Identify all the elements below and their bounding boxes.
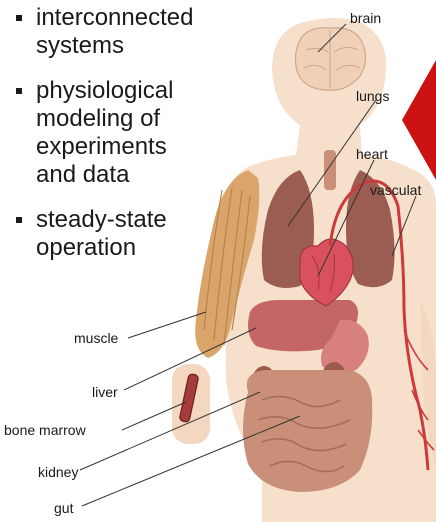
bullet-line: systems xyxy=(36,32,264,60)
bullet-line: steady-state xyxy=(36,206,264,234)
label-bone-marrow: bone marrow xyxy=(4,422,86,438)
bullet-line: interconnected xyxy=(36,4,264,32)
label-lungs: lungs xyxy=(356,88,389,104)
red-pointer-accent xyxy=(402,60,436,180)
label-brain: brain xyxy=(350,10,381,26)
bullet-line: and data xyxy=(36,161,264,189)
bullet-line: operation xyxy=(36,234,264,262)
label-heart: heart xyxy=(356,146,388,162)
label-gut: gut xyxy=(54,500,73,516)
bullet-line: physiological xyxy=(36,77,264,105)
bullet-marker xyxy=(16,217,22,223)
bullet-marker xyxy=(16,15,22,21)
label-kidney: kidney xyxy=(38,464,78,480)
bullet-marker xyxy=(16,88,22,94)
bullet-list: interconnected systems physiological mod… xyxy=(14,4,264,279)
leader-muscle xyxy=(128,312,206,338)
bullet-item: steady-state operation xyxy=(14,206,264,262)
label-liver: liver xyxy=(92,384,118,400)
label-muscle: muscle xyxy=(74,330,118,346)
bullet-item: interconnected systems xyxy=(14,4,264,60)
bullet-line: experiments xyxy=(36,133,264,161)
label-vasculature: vasculat xyxy=(370,182,421,198)
leader-kidney xyxy=(80,392,260,470)
bullet-line: modeling of xyxy=(36,105,264,133)
bullet-item: physiological modeling of experiments an… xyxy=(14,77,264,189)
trachea xyxy=(324,150,336,190)
